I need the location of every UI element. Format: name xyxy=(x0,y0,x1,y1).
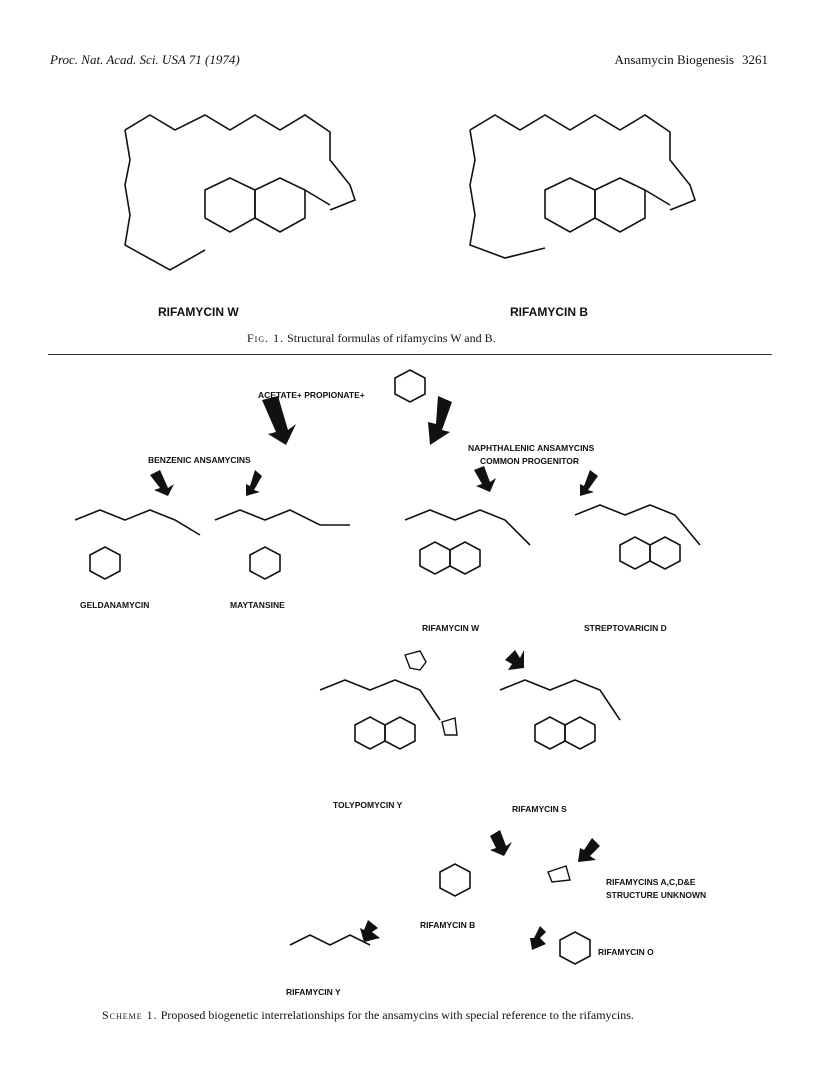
maytansine-ring xyxy=(249,546,281,580)
arrow-icon xyxy=(490,830,512,856)
arrow-icon xyxy=(246,470,262,496)
rifamycin-w-ring-b xyxy=(254,177,306,233)
rifamycin-w-left-chain xyxy=(124,129,206,271)
tolypomycin-ring-b xyxy=(384,716,416,750)
compound-label-rifamycin-b: RIFAMYCIN B xyxy=(420,920,476,930)
compound-label-rifamycins-ace: RIFAMYCINS A,C,D&E xyxy=(606,877,696,887)
arrow-icon xyxy=(262,396,296,445)
arrow-icon xyxy=(580,470,598,496)
structure-label-rifamycin-b: RIFAMYCIN B xyxy=(510,305,588,319)
figure-1-caption-label: Fig. 1. xyxy=(247,331,285,345)
structure-label-rifamycin-w: RIFAMYCIN W xyxy=(158,305,239,319)
streptovaricin-ring-b xyxy=(649,536,681,570)
streptovaricin-ring-a xyxy=(619,536,651,570)
group-label-benzenic: BENZENIC ANSAMYCINS xyxy=(148,455,251,465)
compound-label-geldanamycin: GELDANAMYCIN xyxy=(80,600,150,610)
group-label-progenitor: COMMON PROGENITOR xyxy=(480,456,580,466)
compound-label-streptovaricin-d: STREPTOVARICIN D xyxy=(584,623,667,633)
geldanamycin-ring xyxy=(89,546,121,580)
rifamycin-w-ring-a xyxy=(204,177,256,233)
compound-label-rifamycin-s: RIFAMYCIN S xyxy=(512,804,567,814)
rifamycin-w-ansa-chain xyxy=(124,114,356,211)
rifamycin-b-fragment-ring xyxy=(439,863,471,897)
scheme-1-caption: Scheme 1. Proposed biogenetic interrelat… xyxy=(102,1008,634,1023)
rifamycin-b-ansa-chain xyxy=(469,114,696,211)
rifamycin-y-fragment xyxy=(289,934,371,946)
precursor-ring xyxy=(394,369,426,403)
scheme-1-caption-text: Proposed biogenetic interrelationships f… xyxy=(160,1008,634,1022)
rifamycin-s-ring-a xyxy=(534,716,566,750)
page-number: 3261 xyxy=(742,52,768,67)
tolypomycin-ring-a xyxy=(354,716,386,750)
arrow-icon xyxy=(150,470,174,496)
uncertain-arrows xyxy=(404,650,571,883)
group-label-naphthalenic: NAPHTHALENIC ANSAMYCINS xyxy=(468,443,595,453)
section-divider xyxy=(48,354,772,355)
question-arrow-icon xyxy=(404,650,427,671)
compound-label-rifamycin-w: RIFAMYCIN W xyxy=(422,623,480,633)
compound-label-maytansine: MAYTANSINE xyxy=(230,600,285,610)
scheme-1-caption-label: Scheme 1. xyxy=(102,1008,158,1022)
rifamycin-b-left-chain xyxy=(469,129,546,259)
compound-label-rifamycin-y: RIFAMYCIN Y xyxy=(286,987,341,997)
arrow-icon xyxy=(578,838,600,862)
arrow-icon xyxy=(360,920,380,942)
rifamycin-s-ring-b xyxy=(564,716,596,750)
rifamycin-b-ring-b xyxy=(594,177,646,233)
rifamycin-o-fragment-ring xyxy=(559,931,591,965)
rifamycin-w-small-ring-a xyxy=(419,541,451,575)
arrow-icon xyxy=(530,926,546,950)
question-arrow-icon xyxy=(441,717,458,736)
compound-label-tolypomycin-y: TOLYPOMYCIN Y xyxy=(333,800,403,810)
arrow-icon xyxy=(428,396,452,445)
figure-1-caption-text: Structural formulas of rifamycins W and … xyxy=(287,331,496,345)
rifamycin-b-ring-a xyxy=(544,177,596,233)
rifamycin-w-small-ring-b xyxy=(449,541,481,575)
figure-1-caption: Fig. 1. Structural formulas of rifamycin… xyxy=(247,331,496,346)
compound-label-rifamycin-o: RIFAMYCIN O xyxy=(598,947,654,957)
journal-citation: Proc. Nat. Acad. Sci. USA 71 (1974) xyxy=(50,52,240,67)
precursors-label: ACETATE+ PROPIONATE+ xyxy=(258,390,365,400)
compound-label-structure-unknown: STRUCTURE UNKNOWN xyxy=(606,890,707,900)
arrow-icon xyxy=(474,466,496,492)
question-arrow-icon xyxy=(547,865,571,883)
scheme-arrows xyxy=(150,396,600,950)
arrow-icon xyxy=(505,650,524,670)
running-title: Ansamycin Biogenesis xyxy=(614,52,734,67)
